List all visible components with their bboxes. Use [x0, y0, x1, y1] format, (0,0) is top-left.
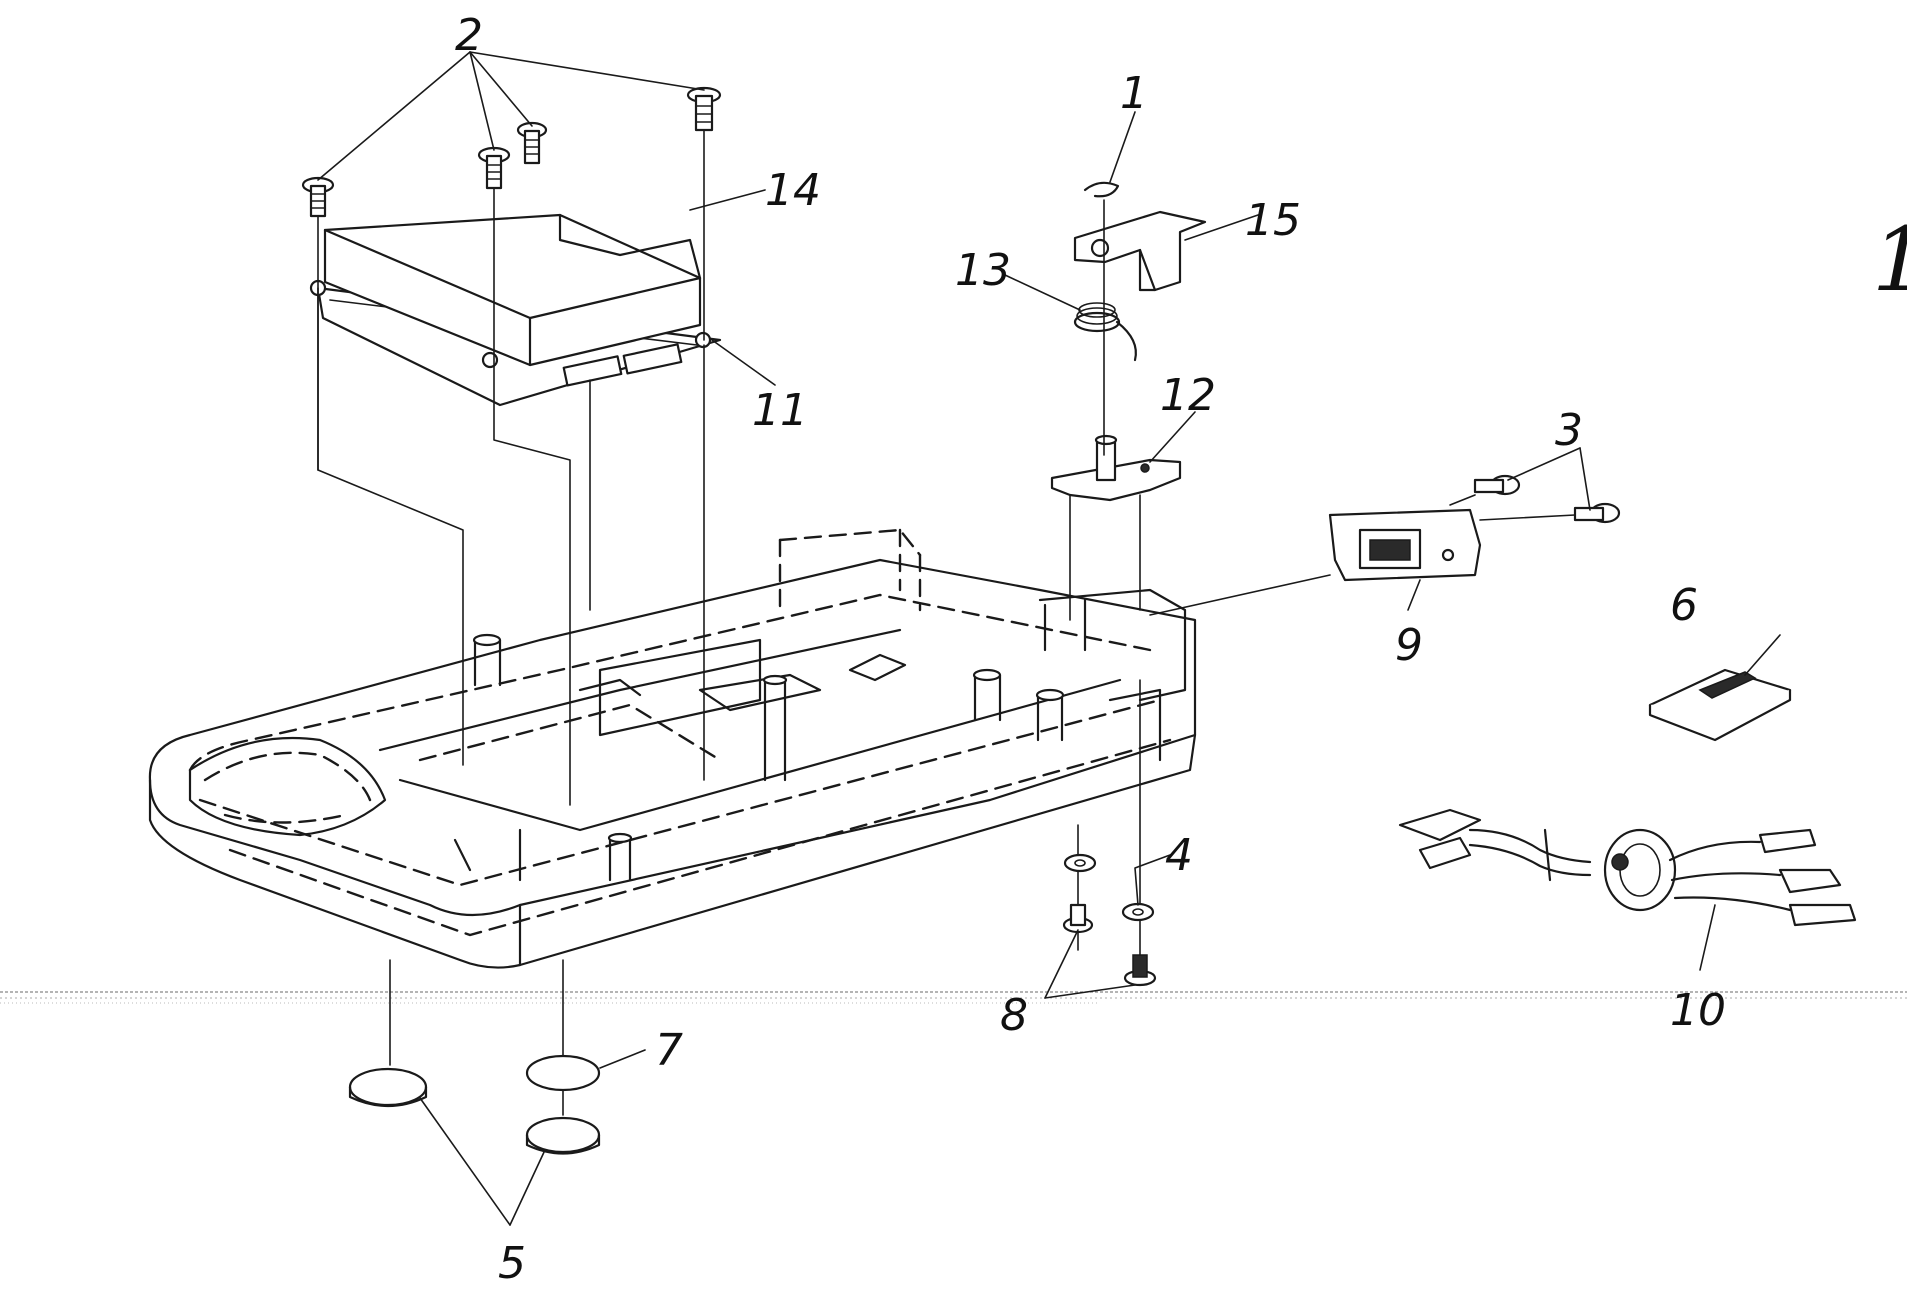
screw-2b: [477, 146, 511, 190]
label-7: 7: [655, 1025, 683, 1076]
screw-2c: [516, 121, 548, 165]
foot-5a: [348, 1067, 428, 1108]
label-2: 2: [455, 10, 483, 61]
bracket-12: [1050, 434, 1182, 502]
lever-15: [1073, 210, 1207, 292]
pad-6: [1648, 668, 1792, 742]
label-6: 6: [1670, 580, 1698, 631]
label-8: 8: [1000, 990, 1028, 1041]
label-14: 14: [765, 165, 821, 216]
foot-5b: [525, 1116, 601, 1155]
label-11: 11: [752, 385, 808, 436]
assembly-lines-feet: [389, 959, 564, 1116]
label-9: 9: [1395, 620, 1423, 671]
washer-1: [1083, 181, 1120, 198]
washer-4b: [1121, 902, 1155, 922]
pad-7: [525, 1054, 601, 1092]
screw-3a: [1473, 474, 1521, 496]
assembly-lines-connector: [1149, 494, 1576, 616]
figure-label: 1: [1872, 208, 1907, 311]
label-leaders: [317, 51, 1781, 1226]
label-4: 4: [1165, 830, 1193, 881]
assembly-lines-left: [317, 129, 705, 806]
screw-2a: [301, 176, 335, 218]
screw-2d: [686, 86, 722, 132]
base-tray: [148, 528, 1197, 969]
washer-4a: [1063, 853, 1097, 873]
cable-harness-10: [1398, 808, 1857, 927]
label-5: 5: [498, 1238, 526, 1289]
connector-9: [1328, 508, 1482, 582]
screw-3b: [1573, 502, 1621, 524]
scan-line: [0, 991, 1907, 1004]
screw-8b: [1123, 954, 1157, 987]
label-12: 12: [1160, 370, 1216, 421]
screw-8a: [1062, 903, 1094, 934]
label-13: 13: [955, 245, 1011, 296]
label-3: 3: [1555, 405, 1583, 456]
shield-cover: [323, 213, 702, 367]
label-10: 10: [1670, 985, 1726, 1036]
label-15: 15: [1245, 195, 1301, 246]
spring-13: [1073, 302, 1137, 362]
label-1: 1: [1120, 68, 1148, 119]
